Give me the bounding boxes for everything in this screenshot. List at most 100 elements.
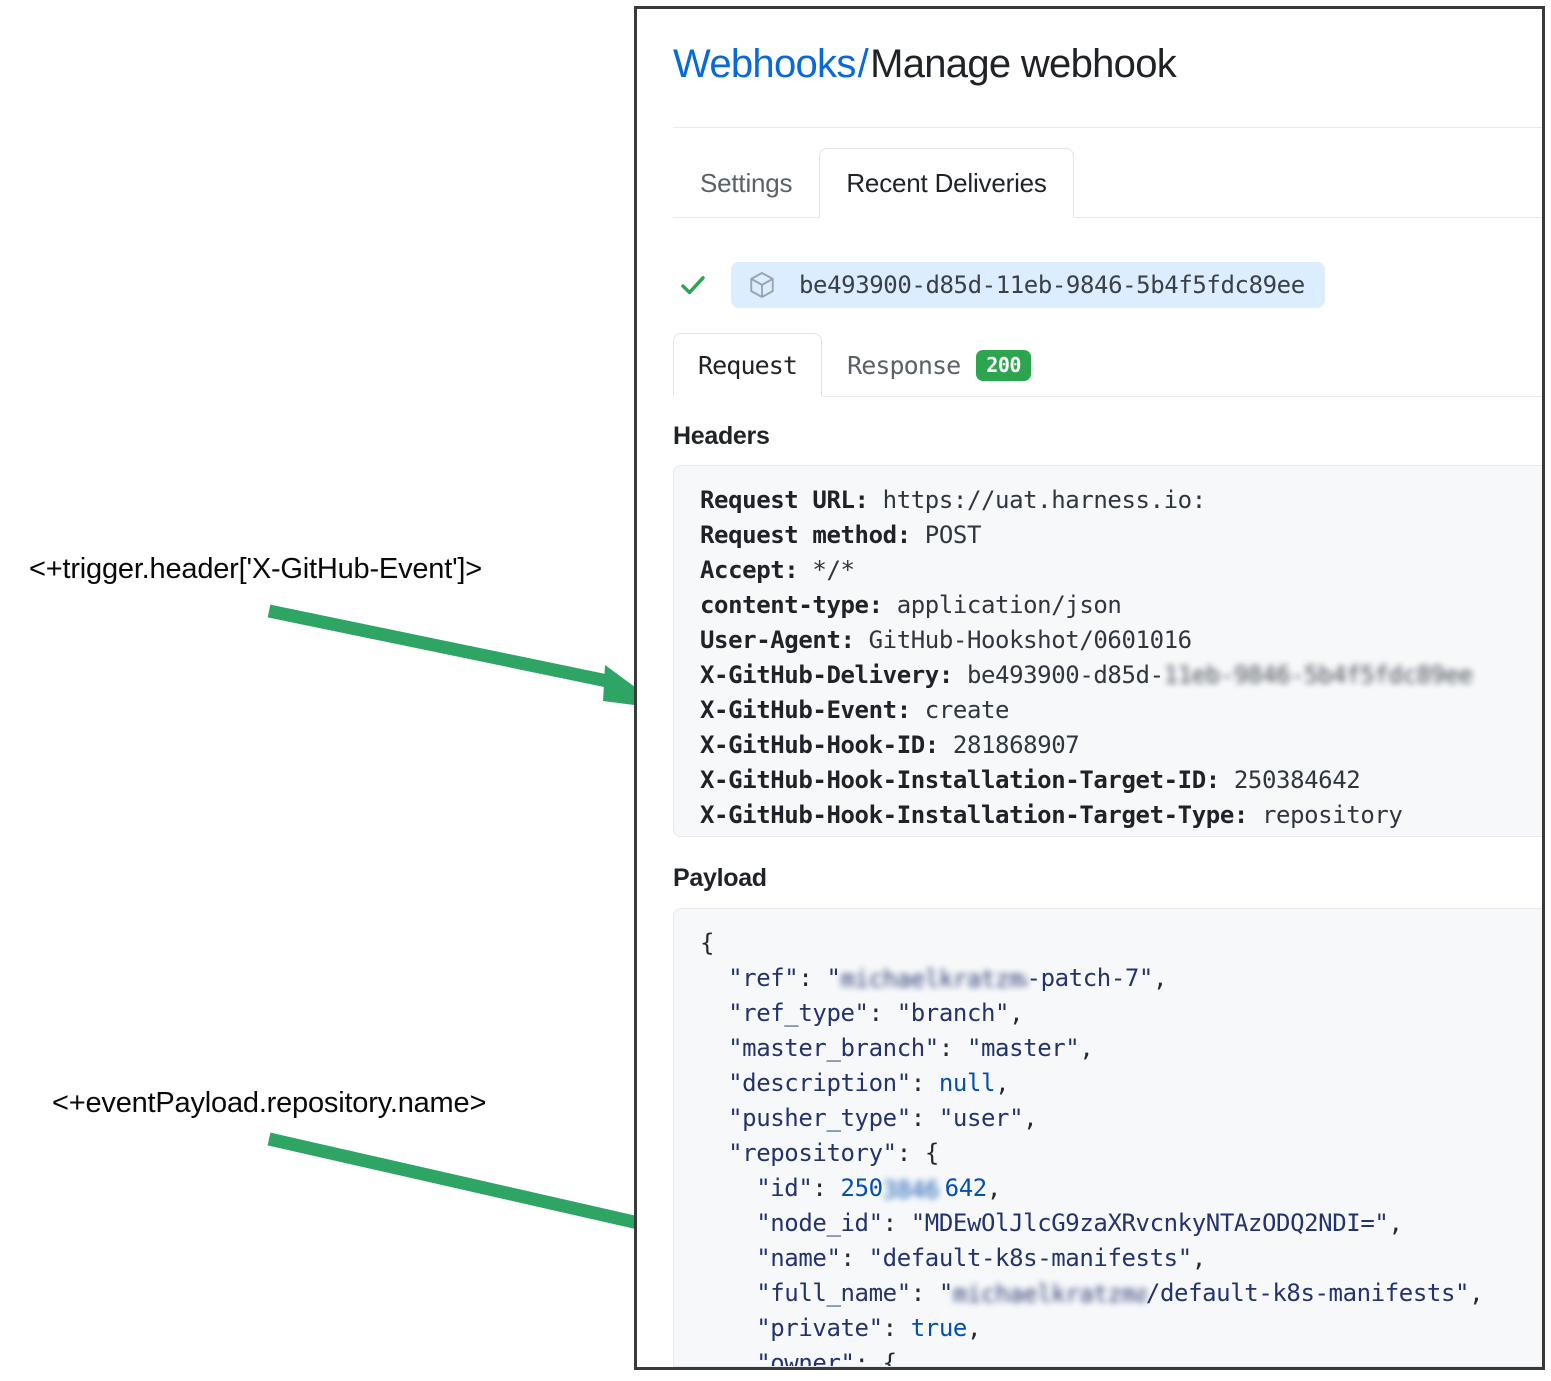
header-value: 250384642 [1219,766,1361,794]
header-value: be493900-d85d- [952,661,1164,689]
json-comma: , [966,1314,982,1342]
json-key: "node_id" [700,1209,883,1237]
json-colon: : [910,1104,939,1132]
header-value: GitHub-Hookshot/0601016 [854,626,1193,654]
status-badge: 200 [976,350,1031,381]
json-key: "private" [700,1314,883,1342]
header-name: X-GitHub-Event: [700,696,911,724]
json-colon: : [896,1139,925,1167]
json-brace: { [882,1349,897,1367]
json-string: "user" [938,1104,1024,1132]
json-line: "name": "default-k8s-manifests", [700,1241,1542,1276]
json-line: "ref": "michaelkratzman-patch-7", [700,961,1542,996]
json-key: "repository" [700,1139,897,1167]
redacted-text: 11eb-9846-5b4f5fdc89ee [1163,662,1473,688]
header-value: */* [798,556,855,584]
breadcrumb-link-webhooks[interactable]: Webhooks [673,42,856,86]
tab-recent-deliveries[interactable]: Recent Deliveries [819,148,1074,218]
json-quote: " [938,1279,953,1307]
annotation-label-trigger-header: <+trigger.header['X-GitHub-Event']> [29,553,483,585]
header-value: create [910,696,1010,724]
json-key: "description" [700,1069,911,1097]
redacted-text: michaelkratzman [840,966,1027,991]
json-colon: : [938,1034,967,1062]
json-comma: , [1191,1244,1206,1272]
json-key: "full_name" [700,1279,911,1307]
header-name: User-Agent: [700,626,855,654]
delivery-id-pill[interactable]: be493900-d85d-11eb-9846-5b4f5fdc89ee [731,262,1325,308]
json-key: "name" [700,1244,841,1272]
header-value: POST [910,521,982,549]
json-string: "MDEwOlJlcG9zaXRvcnkyNTAzODQ2NDI=" [910,1209,1389,1237]
tab-response[interactable]: Response 200 [822,333,1056,397]
tab-response-label: Response [847,351,961,380]
json-line: "ref_type": "branch", [700,996,1542,1031]
json-brace: { [700,929,715,957]
annotation-arrow-trigger-header [267,604,665,709]
json-comma: , [1152,964,1168,992]
delivery-id-text: be493900-d85d-11eb-9846-5b4f5fdc89ee [799,271,1305,299]
header-line: Request URL: https://uat.harness.io: [700,483,1542,518]
header-line: User-Agent: GitHub-Hookshot/0601016 [700,623,1542,658]
json-string: "default-k8s-manifests" [868,1244,1193,1272]
header-name: Request URL: [700,486,869,514]
json-comma: , [1009,999,1024,1027]
json-line: "node_id": "MDEwOlJlcG9zaXRvcnkyNTAzODQ2… [700,1206,1542,1241]
annotation-label-event-payload: <+eventPayload.repository.name> [52,1087,487,1119]
json-comma: , [1023,1104,1038,1132]
header-name: X-GitHub-Hook-ID: [700,731,939,759]
json-colon: : [840,1244,869,1272]
headers-section-title: Headers [673,422,770,450]
header-value: repository [1247,801,1403,829]
json-colon: : [798,964,827,992]
header-line: X-GitHub-Hook-Installation-Target-Type: … [700,798,1542,833]
header-name: Accept: [700,556,799,584]
header-name: content-type: [700,591,883,619]
json-key: "master_branch" [700,1034,939,1062]
check-icon [681,276,705,295]
header-name: X-GitHub-Delivery: [700,661,953,689]
header-line: X-GitHub-Event: create [700,693,1542,728]
json-line: "master_branch": "master", [700,1031,1542,1066]
breadcrumb: Webhooks/Manage webhook [673,42,1177,86]
redacted-text: 3846 [882,1177,940,1201]
manage-webhook-panel: Webhooks/Manage webhook Settings Recent … [634,6,1545,1370]
delivery-row[interactable]: be493900-d85d-11eb-9846-5b4f5fdc89ee [677,261,1325,309]
json-colon: : [910,1069,939,1097]
tab-settings[interactable]: Settings [700,168,793,198]
header-name: X-GitHub-Hook-Installation-Target-Type: [700,801,1248,829]
json-line: "pusher_type": "user", [700,1101,1542,1136]
header-line: X-GitHub-Delivery: be493900-d85d-11eb-98… [700,658,1542,693]
header-value: https://uat.harness.io: [868,486,1207,514]
json-key: "pusher_type" [700,1104,911,1132]
breadcrumb-separator: / [857,42,869,86]
json-comma: , [995,1069,1010,1097]
json-literal: true [910,1314,968,1342]
json-colon: : [882,1209,911,1237]
json-number: 250 [840,1174,884,1202]
json-string: -patch-7" [1026,964,1154,992]
json-literal: null [938,1069,996,1097]
json-colon: : [882,1314,911,1342]
json-key: "ref_type" [700,999,869,1027]
json-colon: : [812,1174,841,1202]
json-colon: : [868,999,897,1027]
tab-request[interactable]: Request [673,333,823,397]
json-comma: , [1388,1209,1403,1237]
webhook-tabs: Settings Recent Deliveries [673,148,1074,218]
header-line: X-GitHub-Hook-Installation-Target-ID: 25… [700,763,1542,798]
redacted-text: michaelkratzman [952,1281,1146,1306]
json-quote: " [826,964,841,992]
json-comma: , [1469,1279,1484,1307]
cube-icon [750,272,774,298]
json-line: "full_name": "michaelkratzman/default-k8… [700,1276,1542,1311]
header-line: content-type: application/json [700,588,1542,623]
json-line: "description": null, [700,1066,1542,1101]
header-value: application/json [882,591,1122,619]
json-string: "master" [966,1034,1080,1062]
json-line: "repository": { [700,1136,1542,1171]
json-comma: , [986,1174,1001,1202]
json-key: "ref" [700,964,799,992]
header-line: Accept: */* [700,553,1542,588]
